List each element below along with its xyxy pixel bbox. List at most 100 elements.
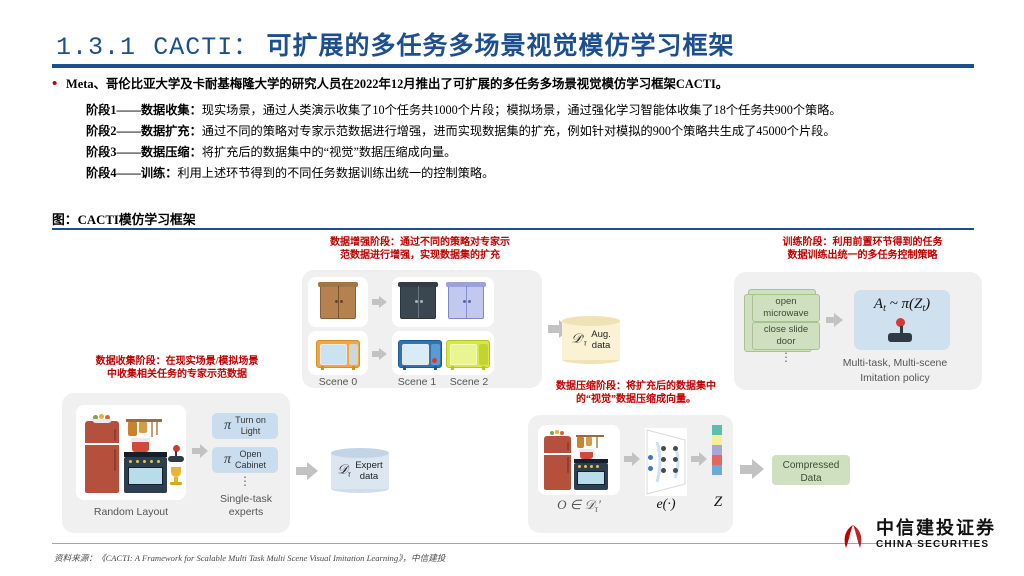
- arrow-experts-to-expert-data: [296, 462, 318, 480]
- latent-cell: [712, 435, 722, 445]
- microwave-foot: [451, 366, 454, 370]
- stove-icon: [574, 463, 608, 490]
- scene-label-2: Scene 2: [449, 376, 489, 388]
- arrow-encoder-to-latent: [691, 452, 707, 466]
- pot-icon: [580, 451, 593, 459]
- policy-formula-end: ): [925, 296, 931, 312]
- bullet-dot-icon: •: [52, 75, 58, 92]
- cylinder-top: [331, 448, 389, 458]
- cabinet-door-split: [466, 286, 467, 318]
- joystick-stick-icon: [900, 326, 903, 334]
- policy-formula-a: A: [873, 296, 884, 312]
- microwave-window: [320, 344, 347, 365]
- policy-formula-sub2: t: [922, 303, 926, 314]
- fruit-icon: [99, 414, 104, 419]
- stage-list: 阶段1——数据收集：现实场景，通过人类演示收集了10个任务共1000个片段；模拟…: [86, 100, 986, 184]
- arrow-layout-to-experts: [192, 444, 208, 458]
- logo-mark-icon: [844, 525, 862, 548]
- cabinet-top: [318, 282, 358, 287]
- expert-data-symbol: 𝒟: [337, 461, 348, 477]
- source-note: 资料来源：《CACTI: A Framework for Scalable Mu…: [54, 553, 446, 563]
- random-layout-caption: Random Layout: [93, 506, 169, 518]
- footer-divider: [52, 543, 974, 544]
- shelf-icon: [126, 419, 162, 422]
- encoder-frustum-icon: [646, 429, 686, 495]
- compressed-data-box: [772, 455, 850, 485]
- joystick-base-icon: [888, 333, 912, 342]
- encoder-label: e(·): [656, 497, 676, 512]
- oven-window-icon: [128, 467, 163, 485]
- arrow-scene0-to-scenes-microwave: [372, 348, 387, 360]
- microwave-foot: [403, 366, 406, 370]
- cabinet-dark-icon: [398, 282, 438, 319]
- compressed-data-label: Compressed Data: [782, 460, 840, 484]
- cabinet-brown-icon: [318, 282, 358, 319]
- joystick-ball-icon: [896, 318, 905, 327]
- shelf-icon: [576, 435, 604, 437]
- aug-data-sub: τ: [583, 338, 587, 348]
- observation-label: O ∈ 𝒟τ′: [538, 498, 620, 516]
- task-card-close-slide-door[interactable]: [752, 322, 820, 350]
- encoder-network-icon: [645, 428, 687, 496]
- burner-icon: [143, 460, 146, 463]
- arrow-observation-to-encoder: [624, 452, 640, 466]
- pi-symbol: π: [223, 452, 231, 467]
- burner-icon: [578, 465, 581, 468]
- company-logo: 中信建投证券 CHINA SECURITIES: [844, 518, 996, 551]
- microwave-window: [402, 344, 429, 365]
- stove-icon: [124, 457, 167, 493]
- arrow-tasks-to-policy: [826, 313, 843, 327]
- policy-joystick-icon: [888, 318, 912, 344]
- stage-text: 现实场景，通过人类演示收集了10个任务共1000个片段；模拟场景，通过强化学习智…: [201, 103, 842, 117]
- microwave-blue-icon: [398, 340, 442, 370]
- cabinet-knob: [415, 300, 418, 304]
- task-card-ellipsis: ⋮: [780, 350, 792, 364]
- expert-data-cylinder: 𝒟τ Expert data: [331, 448, 389, 493]
- policy-box-open-cabinet[interactable]: π Open Cabinet: [212, 447, 278, 473]
- annotation-collection: 数据收集阶段：在现实场景/模拟场景 中收集相关任务的专家示范数据: [95, 356, 259, 380]
- fruit-icon: [550, 431, 554, 435]
- oven-window-icon: [577, 471, 605, 485]
- cabinet-top: [446, 282, 486, 287]
- burner-icon: [596, 465, 599, 468]
- aug-data-symbol: 𝒟: [571, 330, 582, 346]
- burner-icon: [150, 460, 153, 463]
- observation-symbol: O ∈ 𝒟: [557, 497, 595, 512]
- annotation-compression: 数据压缩阶段：将扩充后的数据集中 的“视觉”数据压缩成向量。: [556, 381, 716, 405]
- aug-data-cylinder: 𝒟′τ Aug. data: [562, 316, 620, 364]
- stage-item: 阶段3——数据压缩：将扩充后的数据集中的“视觉”数据压缩成向量。: [86, 142, 986, 163]
- burner-icon: [584, 465, 587, 468]
- observation-kitchen-illustration: [538, 425, 620, 495]
- stage-key: 阶段4——训练：: [86, 166, 178, 180]
- jar-icon: [139, 422, 147, 433]
- microwave-foot: [321, 366, 324, 370]
- latent-vector-icon: [712, 425, 722, 475]
- expert-data-sub: τ: [347, 469, 351, 479]
- stage-key: 阶段2——数据扩充：: [86, 124, 202, 138]
- microwave-foot: [352, 366, 355, 370]
- task-card-open-microwave[interactable]: [752, 294, 820, 322]
- lead-bullet-text: Meta、哥伦比亚大学及卡耐基梅隆大学的研究人员在2022年12月推出了可扩展的…: [66, 77, 729, 91]
- policy-label: Open Cabinet: [234, 449, 267, 470]
- kitchen-illustration: [76, 405, 186, 500]
- microwave-foot: [482, 366, 485, 370]
- task-card-label-close-slide-door: close slide door: [763, 324, 809, 347]
- fruit-icon: [105, 415, 110, 420]
- microwave-green-icon: [446, 340, 490, 370]
- stage-key: 阶段1——数据收集：: [86, 103, 202, 117]
- microwave-foot: [434, 366, 437, 370]
- latent-label: Z: [713, 494, 723, 510]
- page-title-number: 1.3.1: [56, 33, 137, 62]
- observation-sub: τ: [594, 504, 598, 514]
- trophy-icon: [168, 467, 184, 487]
- microwave-panel: [479, 344, 488, 365]
- stage-item: 阶段4——训练：利用上述环节得到的不同任务数据训练出统一的控制策略。: [86, 163, 986, 184]
- burner-icon: [157, 460, 160, 463]
- annotation-augmentation: 数据增强阶段：通过不同的策略对专家示 范数据进行增强，实现数据集的扩充: [330, 237, 510, 261]
- aug-data-prime: ′: [581, 334, 584, 346]
- policy-box-turn-on-light[interactable]: π Turn on Light: [212, 413, 278, 439]
- latent-cell: [712, 465, 722, 475]
- policy-label: Turn on Light: [235, 415, 266, 436]
- logo-text-cn: 中信建投证券: [876, 518, 996, 538]
- microwave-button: [432, 358, 437, 363]
